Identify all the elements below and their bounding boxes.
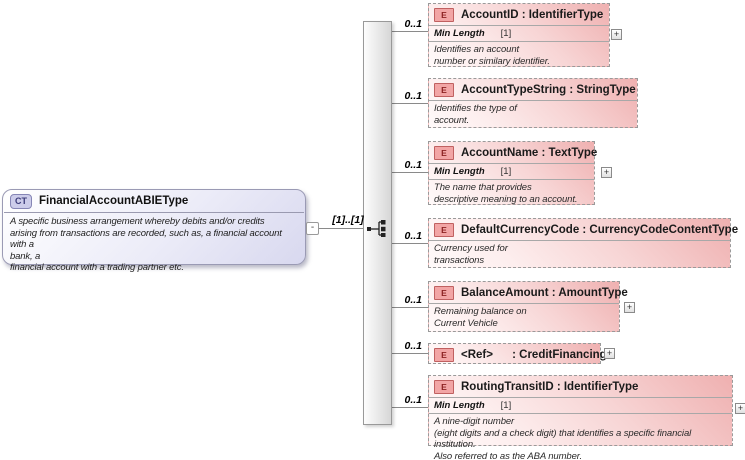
divider: [429, 240, 730, 241]
element-title-row: E RoutingTransitID : IdentifierType: [429, 376, 732, 397]
sequence-group-bar: [363, 21, 392, 425]
element-title-row: E <Ref> : CreditFinancing: [429, 344, 607, 365]
element-name: AccountID : IdentifierType: [461, 8, 604, 21]
divider: [429, 100, 637, 101]
element-title-row: E AccountTypeString : StringType: [429, 79, 637, 100]
facet-row: Min Length [1]: [429, 398, 732, 413]
collapse-icon[interactable]: -: [306, 222, 319, 235]
element-annotation: Identifies an account number or similary…: [434, 44, 550, 67]
facet-label: Min Length: [434, 166, 485, 177]
element-badge-icon: E: [434, 7, 454, 22]
divider: [429, 179, 594, 180]
cardinality-label: 0..1: [404, 294, 422, 306]
expand-icon[interactable]: +: [604, 348, 615, 359]
complextype-header: CT FinancialAccountABIEType: [3, 190, 305, 212]
cardinality-label: 0..1: [404, 230, 422, 242]
element-box-accountname[interactable]: E AccountName : TextType Min Length [1] …: [428, 141, 598, 205]
element-annotation: A nine-digit number (eight digits and a …: [434, 416, 692, 460]
element-badge-icon: E: [434, 222, 454, 237]
divider: [429, 163, 594, 164]
connector-line: [392, 172, 428, 173]
connector-line-root: [300, 228, 363, 229]
element-box-accountid[interactable]: E AccountID : IdentifierType Min Length …: [428, 3, 610, 67]
complextype-annotation: A specific business arrangement whereby …: [10, 216, 282, 273]
divider: [429, 41, 609, 42]
element-box-ref[interactable]: E <Ref> : CreditFinancing: [428, 343, 607, 365]
element-badge-icon: E: [434, 145, 454, 160]
element-box-defaultcurrencycode[interactable]: E DefaultCurrencyCode : CurrencyCodeCont…: [428, 218, 738, 268]
element-box-routingtransitid[interactable]: E RoutingTransitID : IdentifierType Min …: [428, 375, 733, 460]
connector-line: [392, 31, 428, 32]
connector-line: [392, 307, 428, 308]
facet-label: Min Length: [434, 400, 485, 411]
element-badge-icon: E: [434, 285, 454, 300]
divider: [429, 25, 609, 26]
element-annotation: Identifies the type of account.: [434, 103, 517, 126]
expand-icon[interactable]: +: [601, 167, 612, 178]
connector-line: [392, 407, 428, 408]
divider: [429, 303, 619, 304]
cardinality-label: 0..1: [404, 159, 422, 171]
cardinality-label: 0..1: [404, 340, 422, 352]
element-name: AccountName : TextType: [461, 146, 598, 159]
element-annotation: Currency used for transactions: [434, 243, 508, 266]
expand-icon[interactable]: +: [624, 302, 635, 313]
cardinality-label: 0..1: [404, 90, 422, 102]
facet-row: Min Length [1]: [429, 26, 609, 41]
complextype-box-financialaccountabietype[interactable]: CT FinancialAccountABIEType A specific b…: [2, 189, 306, 273]
cardinality-label-root: [1]..[1]: [332, 214, 364, 226]
divider: [429, 397, 732, 398]
facet-value: [1]: [500, 166, 512, 177]
cardinality-label: 0..1: [404, 394, 422, 406]
element-name: RoutingTransitID : IdentifierType: [461, 380, 639, 393]
sequence-icon: [367, 220, 386, 237]
element-badge-icon: E: [434, 347, 454, 362]
connector-line: [392, 353, 428, 354]
complextype-title: FinancialAccountABIEType: [39, 195, 189, 207]
facet-value: [1]: [500, 400, 512, 411]
connector-line: [392, 103, 428, 104]
connector-line: [392, 243, 428, 244]
element-name: DefaultCurrencyCode : CurrencyCodeConten…: [461, 223, 739, 236]
cardinality-label: 0..1: [404, 18, 422, 30]
element-box-accounttypestring[interactable]: E AccountTypeString : StringType Identif…: [428, 78, 638, 128]
complextype-badge-icon: CT: [10, 193, 32, 209]
divider: [429, 413, 732, 414]
element-title-row: E BalanceAmount : AmountType: [429, 282, 628, 303]
facet-label: Min Length: [434, 28, 485, 39]
element-name: BalanceAmount : AmountType: [461, 286, 628, 299]
element-box-balanceamount[interactable]: E BalanceAmount : AmountType Remaining b…: [428, 281, 628, 332]
facet-value: [1]: [500, 28, 512, 39]
element-title-row: E DefaultCurrencyCode : CurrencyCodeCont…: [429, 219, 738, 240]
expand-icon[interactable]: +: [611, 29, 622, 40]
element-annotation: The name that provides descriptive meani…: [434, 182, 578, 205]
expand-icon[interactable]: +: [735, 403, 745, 414]
divider: [4, 212, 304, 213]
element-badge-icon: E: [434, 82, 454, 97]
element-badge-icon: E: [434, 379, 454, 394]
element-title-row: E AccountID : IdentifierType: [429, 4, 609, 25]
facet-row: Min Length [1]: [429, 164, 594, 179]
element-name: <Ref> : CreditFinancing: [461, 348, 607, 361]
element-name: AccountTypeString : StringType: [461, 83, 636, 96]
element-annotation: Remaining balance on Current Vehicle: [434, 306, 527, 329]
element-title-row: E AccountName : TextType: [429, 142, 598, 163]
